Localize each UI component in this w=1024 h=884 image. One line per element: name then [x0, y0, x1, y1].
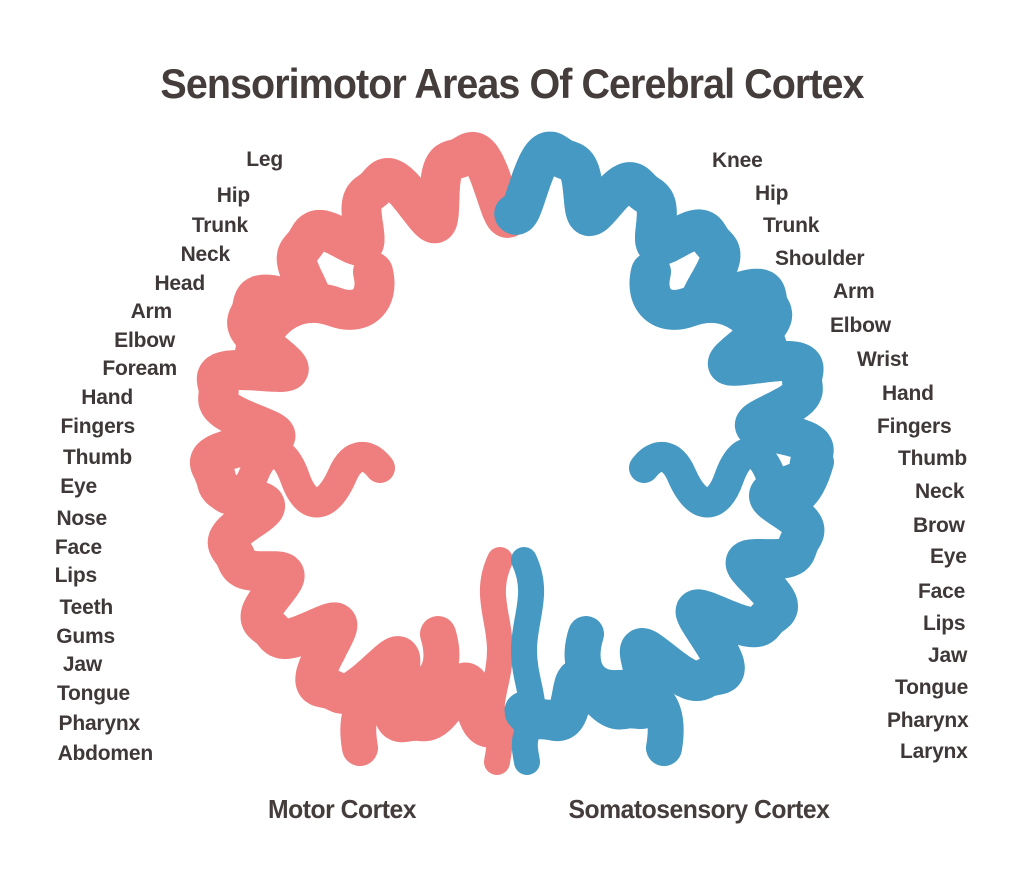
body-part-label: Lips: [54, 564, 98, 587]
body-part-label: Neck: [915, 480, 965, 503]
body-part-label: Tongue: [56, 682, 130, 705]
body-part-label: Thumb: [63, 446, 132, 469]
body-part-label: Fingers: [60, 415, 136, 438]
body-part-label: Face: [54, 536, 102, 559]
body-part-label: Elbow: [830, 314, 891, 337]
body-part-label: Leg: [246, 148, 283, 171]
body-part-label: Abdomen: [57, 742, 154, 765]
body-part-label: Hand: [81, 386, 133, 409]
body-part-label: Knee: [712, 149, 763, 172]
body-part-label: Head: [154, 272, 205, 295]
body-part-label: Wrist: [857, 348, 909, 371]
body-part-label: Hand: [882, 382, 934, 405]
motor-cortex-shape: [189, 131, 530, 748]
body-part-label: Eye: [60, 475, 97, 498]
body-part-label: Face: [918, 580, 966, 603]
body-part-label: Brow: [913, 514, 965, 537]
motor-cortex-fold: [235, 252, 395, 372]
body-part-label: Eye: [930, 545, 967, 568]
body-part-label: Hip: [755, 182, 789, 205]
body-part-label: Pharynx: [58, 712, 141, 735]
body-part-label: Thumb: [898, 447, 967, 470]
body-part-label: Hip: [216, 184, 250, 207]
body-part-label: Teeth: [59, 596, 114, 619]
body-part-label: Trunk: [191, 214, 248, 237]
body-part-label: Gums: [56, 625, 115, 648]
body-part-label: Shoulder: [775, 247, 865, 270]
body-part-label: Trunk: [763, 214, 820, 237]
somatosensory-cortex-caption: Somatosensory Cortex: [568, 794, 830, 824]
motor-cortex-caption: Motor Cortex: [268, 794, 416, 824]
somatosensory-cortex-fold: [511, 547, 546, 775]
body-part-label: Fingers: [877, 415, 952, 438]
somatosensory-cortex-fold: [564, 616, 684, 766]
somatosensory-cortex-fold: [629, 437, 834, 518]
body-part-label: Larynx: [900, 740, 968, 763]
body-part-label: Jaw: [62, 653, 102, 676]
body-part-label: Elbow: [114, 329, 175, 352]
body-part-label: Arm: [130, 300, 173, 323]
body-part-label: Arm: [833, 280, 875, 303]
motor-cortex-fold: [190, 437, 395, 518]
body-part-label: Nose: [56, 507, 107, 530]
body-part-label: Jaw: [928, 644, 968, 667]
body-part-label: Neck: [180, 243, 231, 266]
motor-cortex-fold: [478, 547, 513, 775]
body-part-label: Pharynx: [887, 709, 969, 732]
body-part-label: Foream: [102, 357, 177, 380]
somatosensory-cortex-fold: [629, 252, 789, 372]
body-part-label: Lips: [923, 612, 966, 635]
motor-cortex-fold: [340, 616, 460, 766]
page-title: Sensorimotor Areas Of Cerebral Cortex: [160, 60, 864, 107]
body-part-label: Tongue: [895, 676, 969, 699]
